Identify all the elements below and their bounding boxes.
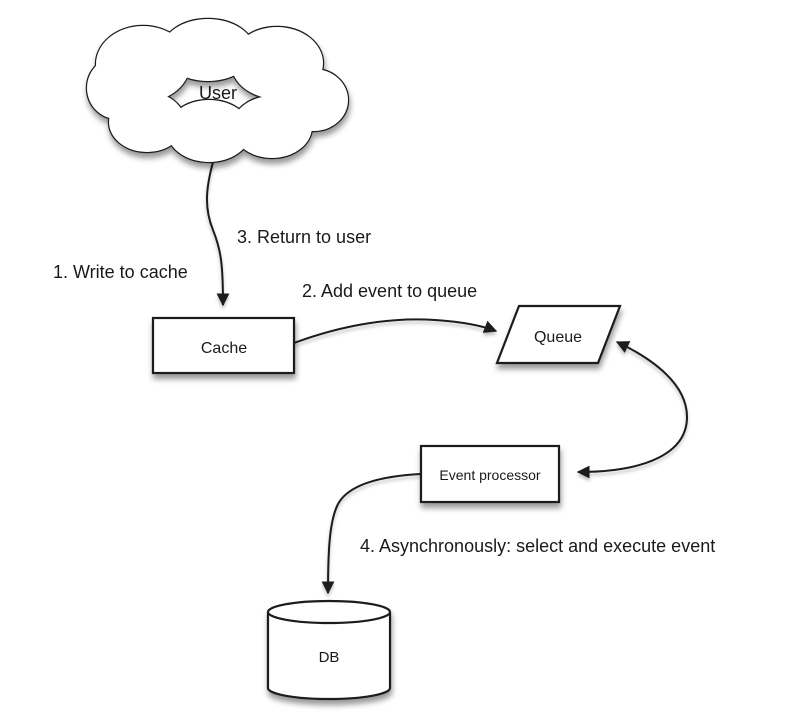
label-step-3-return-to-user: 3. Return to user — [237, 227, 371, 247]
edges-layer — [205, 161, 689, 595]
node-db-cylinder: DB — [266, 599, 392, 701]
node-cache: Cache — [151, 316, 296, 375]
node-label-db: DB — [319, 649, 340, 666]
node-label-event-processor: Event processor — [439, 467, 540, 483]
edge-labels-layer: 1. Write to cache 3. Return to user 2. A… — [53, 227, 715, 556]
edge-event-processor-to-db — [321, 473, 422, 595]
node-user-cloud: User — [85, 17, 350, 164]
label-step-1-write-to-cache: 1. Write to cache — [53, 262, 188, 282]
node-label-user: User — [199, 83, 237, 103]
edge-cache-to-queue — [293, 318, 498, 344]
node-queue: Queue — [495, 304, 622, 365]
edge-user-to-cache — [205, 161, 230, 307]
node-event-processor: Event processor — [419, 444, 561, 504]
node-label-cache: Cache — [201, 340, 247, 357]
label-step-4-asynchronously: 4. Asynchronously: select and execute ev… — [360, 536, 715, 556]
label-step-2-add-event-to-queue: 2. Add event to queue — [302, 281, 477, 301]
node-label-queue: Queue — [534, 329, 582, 346]
edge-queue-event-processor — [576, 341, 689, 479]
